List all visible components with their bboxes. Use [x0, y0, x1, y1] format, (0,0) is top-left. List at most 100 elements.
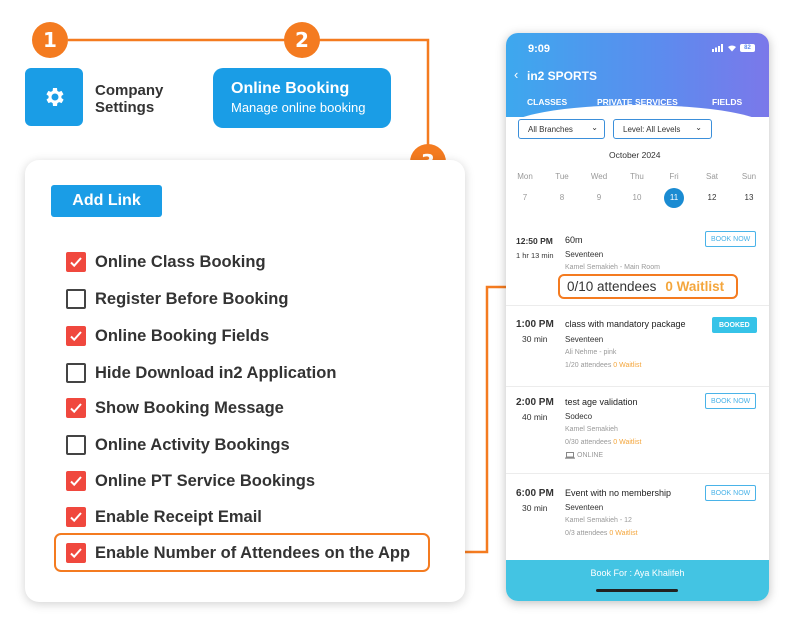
session-coach: Kamel Semakieh - 12	[565, 517, 632, 524]
online-booking-button[interactable]: Online Booking Manage online booking	[213, 68, 391, 128]
company-settings-tile[interactable]	[25, 68, 83, 126]
checkbox-unchecked[interactable]	[66, 289, 86, 309]
divider	[506, 305, 769, 306]
session-attendees: 0/30 attendees 0 Waitlist	[565, 439, 642, 446]
session-name: Event with no membership	[565, 488, 672, 498]
book-now-button[interactable]: BOOK NOW	[705, 485, 757, 501]
divider	[506, 473, 769, 474]
calendar-day[interactable]: 9	[596, 193, 602, 202]
back-chevron-icon[interactable]: ‹	[514, 67, 519, 82]
gear-icon	[46, 88, 64, 106]
day-name: Wed	[590, 172, 608, 181]
home-indicator	[596, 589, 678, 592]
tab-private-services[interactable]: PRIVATE SERVICES	[597, 97, 678, 107]
chevron-down-icon: ⌄	[591, 123, 598, 132]
book-for-label: Book For : Aya Khalifeh	[590, 568, 685, 578]
option-label: Enable Number of Attendees on the App	[95, 543, 411, 562]
chevron-down-icon: ⌄	[695, 123, 702, 132]
calendar-day[interactable]: 10	[632, 193, 642, 202]
option-label: Online PT Service Bookings	[95, 471, 316, 490]
session-duration: 1 hr 13 min	[516, 251, 554, 260]
checkbox-checked[interactable]	[66, 507, 86, 527]
calendar-month: October 2024	[609, 150, 661, 160]
calendar-day[interactable]: 7	[522, 193, 528, 202]
checkbox-unchecked[interactable]	[66, 435, 86, 455]
session-online-tag: ONLINE	[565, 452, 603, 459]
tab-fields[interactable]: FIELDS	[712, 97, 743, 107]
option-online-class-booking[interactable]: Online Class Booking	[66, 250, 266, 274]
checkbox-checked[interactable]	[66, 326, 86, 346]
session-card[interactable]: 12:50 PM 1 hr 13 min 60m Seventeen Kamel…	[506, 225, 769, 302]
highlight-attendees: 0/10 attendees	[567, 279, 657, 294]
app-title: in2 SPORTS	[527, 69, 598, 83]
phone-header	[506, 33, 769, 117]
booked-button[interactable]: BOOKED	[712, 317, 757, 333]
option-show-booking-message[interactable]: Show Booking Message	[66, 396, 284, 420]
calendar-day[interactable]: 8	[559, 193, 565, 202]
company-settings-label: Company Settings	[95, 82, 164, 116]
signal-icon	[712, 44, 723, 52]
session-time: 1:00 PM	[516, 319, 554, 330]
option-online-pt-service-bookings[interactable]: Online PT Service Bookings	[66, 469, 315, 493]
session-card[interactable]: 1:00 PM 30 min class with mandatory pack…	[506, 306, 769, 386]
option-label: Online Class Booking	[95, 252, 266, 271]
option-label: Register Before Booking	[95, 289, 289, 308]
session-time: 6:00 PM	[516, 488, 554, 499]
level-filter-select[interactable]: Level: All Levels ⌄	[613, 119, 712, 139]
option-hide-download-app[interactable]: Hide Download in2 Application	[66, 361, 336, 385]
session-place: Sodeco	[565, 412, 593, 421]
session-waitlist: 0 Waitlist	[613, 362, 642, 369]
day-name: Fri	[669, 172, 679, 181]
status-icons: 82	[712, 44, 755, 52]
day-name: Sat	[705, 172, 718, 181]
session-card[interactable]: 6:00 PM 30 min Event with no membership …	[506, 474, 769, 560]
checkbox-checked[interactable]	[66, 471, 86, 491]
step-1-badge: 1	[32, 22, 68, 58]
checkbox-unchecked[interactable]	[66, 363, 86, 383]
checkbox-checked[interactable]	[66, 543, 86, 563]
phone-screen: 9:09 82 ‹ in2 SPORTS CLASSES PRIVATE SER…	[506, 33, 769, 601]
calendar-day[interactable]: 12	[707, 193, 717, 202]
session-coach: Kamel Semakieh - Main Room	[565, 264, 660, 271]
session-waitlist: 0 Waitlist	[613, 439, 642, 446]
online-booking-settings-card	[25, 160, 465, 602]
session-attendees: 0/3 attendees 0 Waitlist	[565, 530, 638, 537]
online-booking-subtitle: Manage online booking	[231, 100, 366, 115]
attendees-highlight: 0/10 attendees 0 Waitlist	[558, 274, 738, 299]
session-duration: 40 min	[522, 412, 548, 422]
book-now-button[interactable]: BOOK NOW	[705, 393, 757, 409]
highlight-waitlist: 0 Waitlist	[665, 279, 725, 294]
option-enable-receipt-email[interactable]: Enable Receipt Email	[66, 505, 262, 529]
tab-classes[interactable]: CLASSES	[527, 97, 568, 107]
session-attendees: 1/20 attendees 0 Waitlist	[565, 362, 642, 369]
session-coach: Ali Nehme - pink	[565, 349, 617, 356]
laptop-icon	[565, 452, 575, 459]
battery-icon: 82	[740, 44, 755, 52]
day-name: Thu	[630, 172, 644, 181]
day-name: Mon	[517, 172, 533, 181]
day-name: Sun	[741, 172, 757, 181]
book-now-button[interactable]: BOOK NOW	[705, 231, 757, 247]
calendar-day[interactable]: 13	[744, 193, 754, 202]
branch-filter-select[interactable]: All Branches ⌄	[518, 119, 605, 139]
calendar-day-selected[interactable]: 11	[664, 188, 684, 208]
day-name: Tue	[555, 172, 569, 181]
option-label: Online Activity Bookings	[95, 435, 290, 454]
session-place: Seventeen	[565, 503, 604, 512]
checkbox-checked[interactable]	[66, 398, 86, 418]
option-label: Show Booking Message	[95, 398, 284, 417]
divider	[506, 386, 769, 387]
session-time: 12:50 PM	[516, 236, 553, 246]
session-name: test age validation	[565, 397, 638, 407]
session-coach: Kamel Semakieh	[565, 426, 618, 433]
option-label: Online Booking Fields	[95, 326, 270, 345]
option-enable-number-of-attendees[interactable]: Enable Number of Attendees on the App	[66, 541, 410, 565]
checkbox-checked[interactable]	[66, 252, 86, 272]
session-card[interactable]: 2:00 PM 40 min test age validation Sodec…	[506, 387, 769, 473]
book-for-bar[interactable]: Book For : Aya Khalifeh	[506, 560, 769, 601]
option-register-before-booking[interactable]: Register Before Booking	[66, 287, 288, 311]
option-online-activity-bookings[interactable]: Online Activity Bookings	[66, 433, 290, 457]
session-place: Seventeen	[565, 250, 604, 259]
option-online-booking-fields[interactable]: Online Booking Fields	[66, 324, 269, 348]
add-link-button[interactable]: Add Link	[51, 185, 162, 217]
